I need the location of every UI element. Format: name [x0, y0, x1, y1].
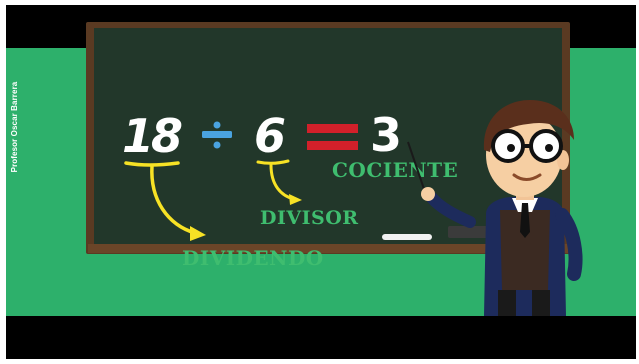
chalk-stick — [382, 234, 432, 240]
divide-sign-icon — [202, 121, 232, 149]
dividend-arrow-icon — [124, 161, 197, 235]
chalkboard — [94, 28, 562, 248]
dividend-label: DIVIDENDO — [182, 246, 324, 270]
divisor-arrow-icon — [256, 159, 296, 201]
quotient-number: 3 — [370, 108, 403, 162]
divisor-arrowhead-icon — [289, 194, 302, 205]
quotient-label: COCIENTE — [332, 158, 459, 182]
board-eraser — [448, 226, 494, 238]
dividend-arrowhead-icon — [190, 226, 206, 241]
dividend-number: 18 — [122, 109, 183, 163]
divisor-number: 6 — [254, 109, 287, 163]
equals-sign-icon — [307, 124, 358, 150]
divisor-label: DIVISOR — [260, 207, 359, 229]
teacher-illustration — [407, 100, 583, 316]
chalk-tray — [88, 244, 568, 253]
